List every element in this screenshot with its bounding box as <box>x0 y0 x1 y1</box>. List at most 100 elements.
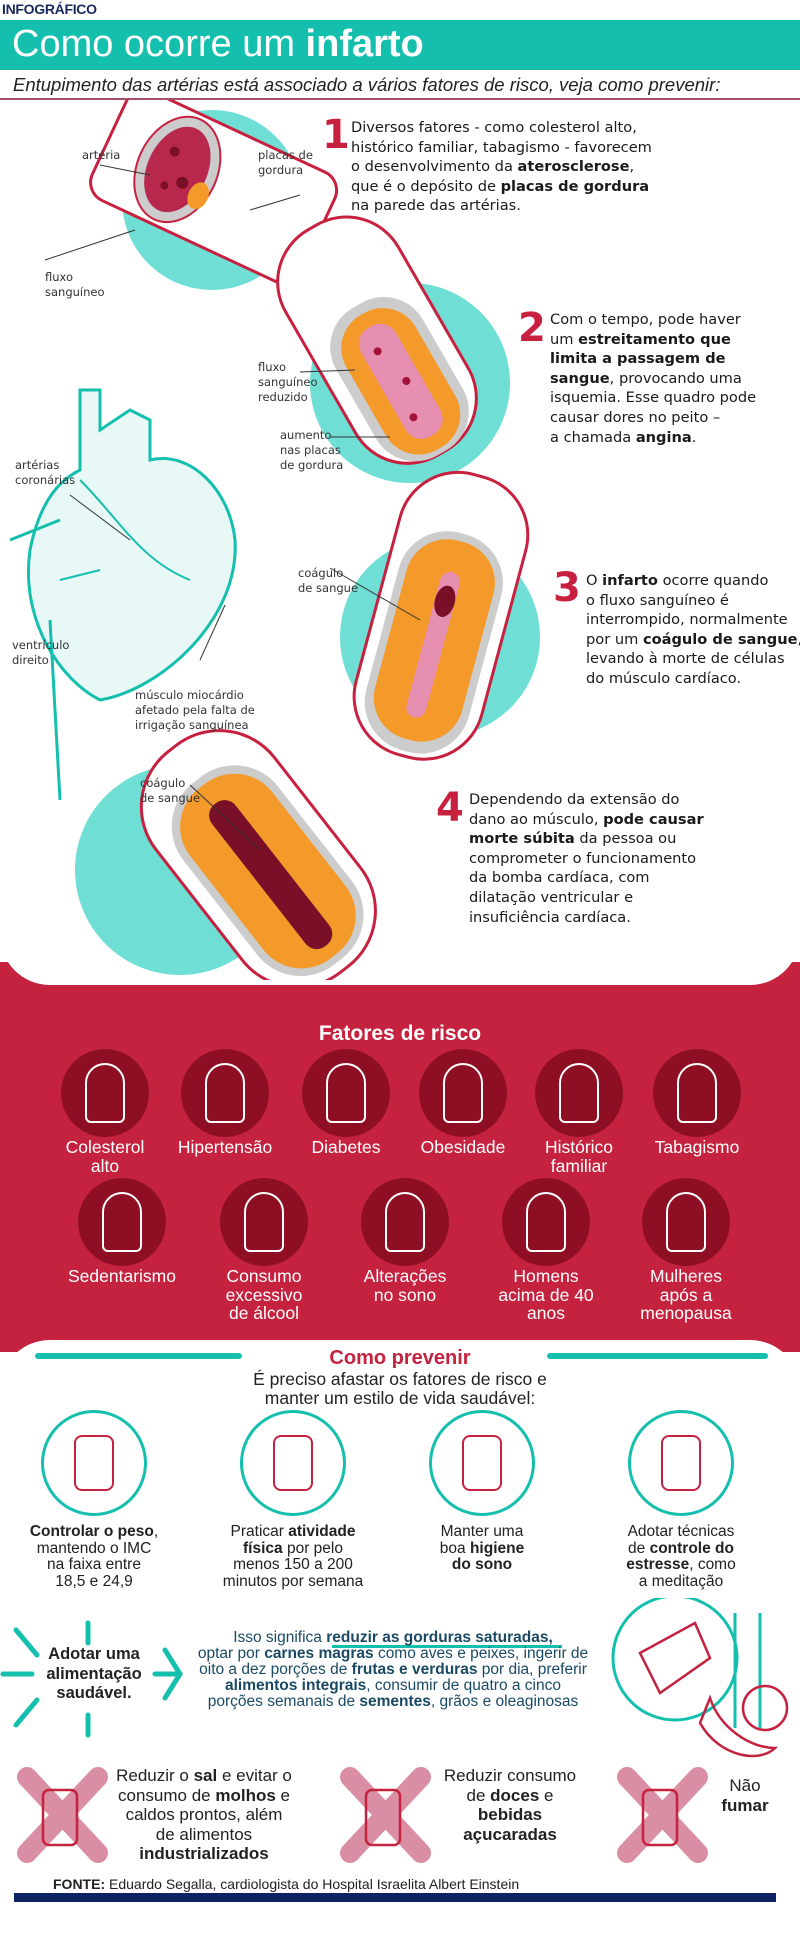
risk-icon-circle <box>419 1049 507 1137</box>
text-segment: , <box>630 158 635 175</box>
bed-sleepless-icon <box>385 1192 425 1252</box>
text-line: optar por carnes magras como aves e peix… <box>198 1646 588 1662</box>
bold-text: carnes magras <box>264 1645 373 1662</box>
prevention-title: Como prevenir <box>0 1347 800 1370</box>
label-line: Colesterol <box>66 1138 145 1157</box>
diet-text: Isso significa reduzir as gorduras satur… <box>198 1630 588 1710</box>
bold-text: limita a passagem de <box>550 350 726 367</box>
artery-plaque-icon <box>85 1063 125 1123</box>
text-segment: dano ao músculo, <box>469 811 603 828</box>
text-line: interrompido, normalmente <box>586 610 800 630</box>
label-line: Hipertensão <box>178 1138 272 1157</box>
bold-text: atividade <box>288 1523 355 1540</box>
label-line: aumento <box>280 428 343 443</box>
bold-text: placas de gordura <box>501 178 650 195</box>
text-line: que é o depósito de placas de gordura <box>351 177 652 197</box>
risk-icon-circle <box>502 1178 590 1266</box>
soda-candy-icon <box>338 1765 433 1865</box>
label-line: acima de 40 <box>498 1286 593 1305</box>
text-line: comprometer o funcionamento <box>469 849 704 869</box>
label-line: de sangue <box>140 791 200 806</box>
subtitle-line: manter um estilo de vida saudável: <box>0 1389 800 1408</box>
label-line: Homens <box>498 1267 593 1286</box>
text-line: a chamada angina. <box>550 428 756 448</box>
text-line: Diversos fatores - como colesterol alto, <box>351 118 652 138</box>
risk-icon-circle <box>78 1178 166 1266</box>
text-segment: de <box>467 1786 491 1805</box>
prevention-icon-circle <box>429 1410 535 1516</box>
x-mark-icon <box>615 1765 710 1865</box>
bold-text: industrializados <box>139 1844 268 1863</box>
wine-bottle-icon <box>244 1192 284 1252</box>
label-line: Obesidade <box>421 1138 506 1157</box>
text-segment: , grãos e oleaginosas <box>431 1693 578 1710</box>
text-segment: na parede das artérias. <box>351 197 521 214</box>
risk-factor-label: Hipertensão <box>178 1138 272 1157</box>
bed-sleep-icon <box>462 1435 502 1491</box>
step-number: 2 <box>518 305 546 351</box>
step-number: 1 <box>322 112 350 158</box>
text-segment: isquemia. Esse quadro pode <box>550 389 756 406</box>
divider <box>0 98 800 100</box>
label-line: afetado pela falta de <box>135 703 255 718</box>
bold-text: fumar <box>721 1796 768 1815</box>
text-segment: menos 150 a 200 <box>233 1556 353 1573</box>
x-mark-icon <box>338 1765 433 1865</box>
text-line: física por pelo <box>223 1541 363 1558</box>
text-segment: um <box>550 331 578 348</box>
text-line: porções semanais de sementes, grãos e ol… <box>198 1694 588 1710</box>
label-line: Sedentarismo <box>68 1267 176 1286</box>
text-line: na parede das artérias. <box>351 196 652 216</box>
text-segment: o desenvolvimento da <box>351 158 518 175</box>
risk-icon-circle <box>642 1178 730 1266</box>
text-segment: por dia, preferir <box>477 1661 586 1678</box>
text-segment: caldos prontos, além <box>126 1805 283 1824</box>
text-segment: oito a dez porções de <box>199 1661 352 1678</box>
text-line: de doces e <box>444 1786 576 1806</box>
text-segment: levando à morte de células <box>586 650 785 667</box>
bold-text: açucaradas <box>463 1825 557 1844</box>
text-segment: Com o tempo, pode haver <box>550 311 741 328</box>
bold-text: molhos <box>215 1786 275 1805</box>
label-line: no sono <box>364 1286 447 1305</box>
risk-icon-circle <box>535 1049 623 1137</box>
text-segment: O <box>586 572 602 589</box>
title-bold: infarto <box>306 23 424 65</box>
bold-text: sementes <box>359 1693 431 1710</box>
text-line: bebidas <box>444 1805 576 1825</box>
text-segment: e evitar o <box>217 1766 292 1785</box>
diet-heading-line: saudável. <box>46 1684 141 1704</box>
text-segment: Manter uma <box>441 1523 524 1540</box>
text-segment: minutos por semana <box>223 1573 363 1590</box>
label-line: de sangue <box>298 581 358 596</box>
label-line: Histórico <box>545 1138 613 1157</box>
text-segment: mantendo o IMC <box>37 1540 152 1557</box>
label-line: coágulo <box>140 776 200 791</box>
label-line: menopausa <box>640 1304 731 1323</box>
label-line: de álcool <box>226 1304 303 1323</box>
text-line: Controlar o peso, <box>30 1524 158 1541</box>
woman-icon <box>666 1192 706 1252</box>
text-line: Não <box>721 1776 768 1796</box>
text-segment: comprometer o funcionamento <box>469 850 696 867</box>
text-line: insuficiência cardíaca. <box>469 908 704 928</box>
text-segment: Reduzir o <box>116 1766 193 1785</box>
dna-family-tree-icon <box>559 1063 599 1123</box>
label-line: familiar <box>545 1157 613 1176</box>
bold-text: angina <box>636 429 692 446</box>
risk-factor-label: Diabetes <box>311 1138 380 1157</box>
prevention-icon-circle <box>628 1410 734 1516</box>
